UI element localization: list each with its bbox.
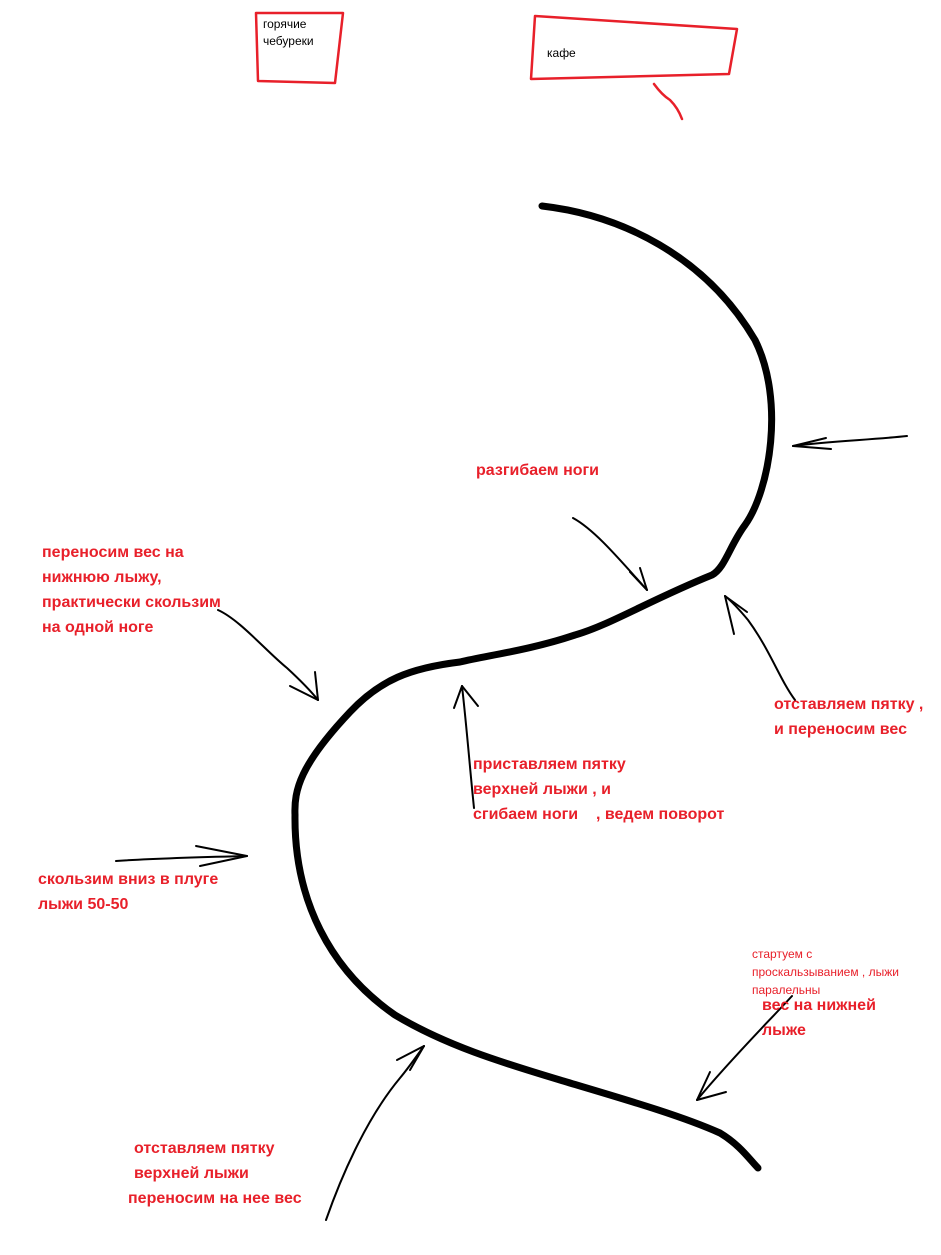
set-heel-bottom-line-3: переносим на нее вес — [128, 1190, 302, 1207]
shift-weight-line-3: практически скользим — [42, 594, 221, 611]
cheburek-sign-label: горячие чебуреки — [263, 16, 314, 50]
set-heel-right-label: отставляем пятку , и переносим вес — [774, 692, 923, 742]
straighten-legs-text: разгибаем ноги — [476, 462, 600, 479]
weight-lower-ski-label: вес на нижней лыже — [762, 993, 876, 1043]
cafe-sign-border — [529, 14, 739, 81]
plough-line-1: скользим вниз в плуге — [38, 871, 219, 888]
cheburek-line-2: чебуреки — [263, 34, 314, 48]
arrow-start — [696, 995, 793, 1101]
weight-lower-ski-line-2: лыже — [762, 1022, 806, 1039]
start-sideslip-label: стартуем с проскальзыванием , лыжи парал… — [752, 945, 899, 999]
put-heel-line-3: сгибаем ноги — [473, 806, 579, 823]
set-heel-bottom-label: отставляем пятку верхней лыжи переносим … — [128, 1136, 302, 1211]
ski-path-curve — [291, 202, 776, 1172]
arrow-right-side — [792, 435, 908, 450]
shift-weight-label: переносим вес на нижнюю лыжу, практическ… — [42, 540, 221, 640]
set-heel-bottom-line-2: верхней лыжи — [134, 1165, 249, 1182]
arrow-shift-weight — [217, 609, 319, 701]
weight-lower-ski-line-1: вес на нижней — [762, 997, 876, 1014]
put-heel-label: приставляем пятку верхней лыжи , и сгиба… — [473, 752, 626, 827]
start-sideslip-line-2: проскальзыванием , лыжи — [752, 965, 899, 979]
start-sideslip-line-3: паралельны — [752, 983, 821, 997]
plough-line-2: лыжи 50-50 — [38, 896, 129, 913]
shift-weight-line-4: на одной ноге — [42, 619, 154, 636]
arrow-set-heel-right — [724, 595, 796, 701]
straighten-legs-label: разгибаем ноги — [476, 458, 599, 484]
shift-weight-line-2: нижнюю лыжу, — [42, 569, 162, 586]
cheburek-line-1: горячие — [263, 17, 307, 31]
cafe-sign-pole — [652, 82, 684, 121]
lead-turn-text: , ведем поворот — [596, 806, 725, 823]
put-heel-line-1: приставляем пятку — [473, 756, 626, 773]
shift-weight-line-1: переносим вес на — [42, 544, 184, 561]
plough-label: скользим вниз в плуге лыжи 50-50 — [38, 867, 218, 917]
start-sideslip-line-1: стартуем с — [752, 947, 813, 961]
cheburek-sign-border — [254, 11, 345, 85]
arrow-put-heel — [453, 685, 479, 809]
cafe-sign-label: кафе — [547, 45, 576, 62]
cafe-text: кафе — [547, 46, 576, 60]
put-heel-line-2: верхней лыжи , и — [473, 781, 612, 798]
set-heel-bottom-line-1: отставляем пятку — [134, 1140, 275, 1157]
set-heel-right-line-1: отставляем пятку , — [774, 696, 924, 713]
arrow-set-heel-bottom — [325, 1045, 425, 1221]
arrow-plough — [115, 845, 248, 867]
set-heel-right-line-2: и переносим вес — [774, 721, 907, 738]
lead-turn-label: , ведем поворот — [596, 802, 724, 828]
arrow-straighten-legs — [572, 517, 648, 591]
